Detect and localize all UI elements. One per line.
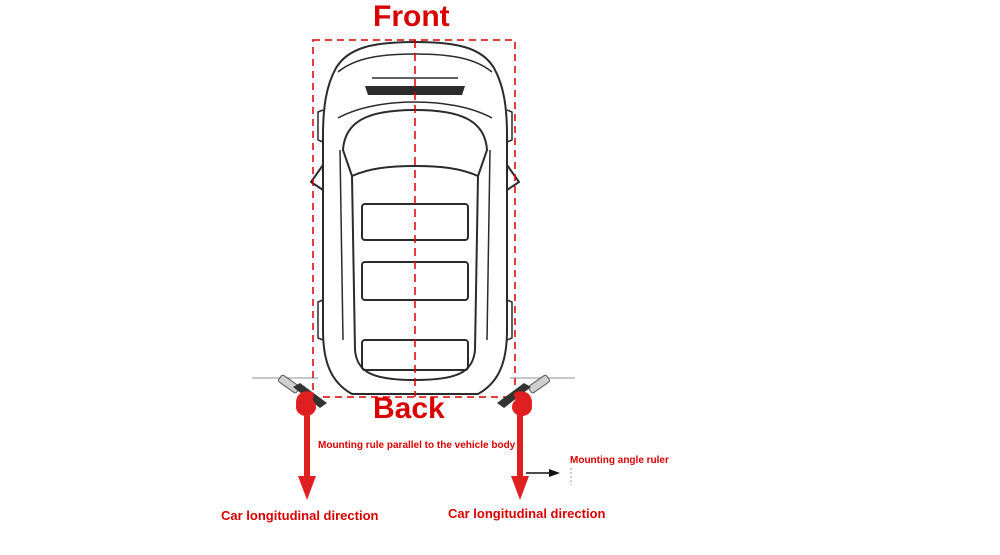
longitudinal-arrows <box>298 412 529 500</box>
mounting-angle-arrow <box>526 468 572 485</box>
front-label: Front <box>373 0 450 33</box>
left-corner-sensor <box>277 374 327 416</box>
mounting-angle-ruler-label: Mounting angle ruler <box>570 455 669 466</box>
right-corner-sensor <box>497 374 551 416</box>
mounting-rule-label: Mounting rule parallel to the vehicle bo… <box>318 440 516 451</box>
back-label: Back <box>373 392 445 425</box>
longitudinal-direction-left-label: Car longitudinal direction <box>221 508 379 523</box>
alignment-guides <box>312 39 516 398</box>
longitudinal-direction-right-label: Car longitudinal direction <box>448 506 606 521</box>
